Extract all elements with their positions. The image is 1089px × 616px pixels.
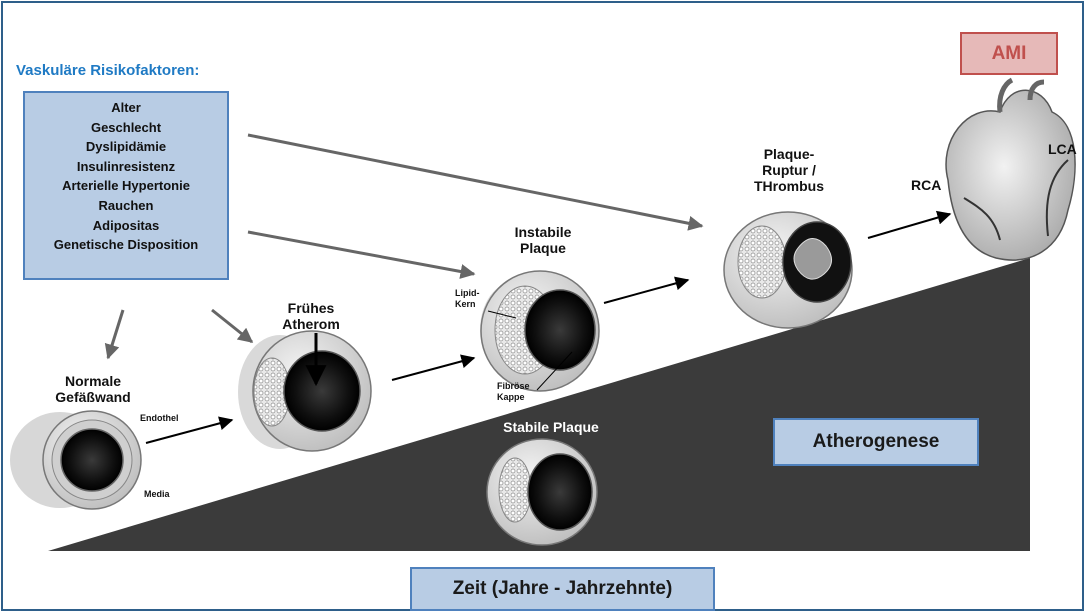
early-atheroma-title: Frühes Atherom xyxy=(282,300,340,332)
lipid-core-label: Lipid- Kern xyxy=(455,288,480,310)
lca-label: LCA xyxy=(1048,141,1077,157)
stable-plaque-title: Stabile Plaque xyxy=(503,419,599,435)
unstable-plaque-title: Instabile Plaque xyxy=(515,224,572,256)
endothel-label: Endothel xyxy=(140,413,179,424)
fibrous-cap-label: Fibröse Kappe xyxy=(497,381,530,403)
rupture-thrombus-title: Plaque- Ruptur / THrombus xyxy=(754,146,824,194)
normal-vessel-title: Normale Gefäßwand xyxy=(55,373,130,405)
media-label: Media xyxy=(144,489,170,500)
rca-label: RCA xyxy=(911,177,941,193)
